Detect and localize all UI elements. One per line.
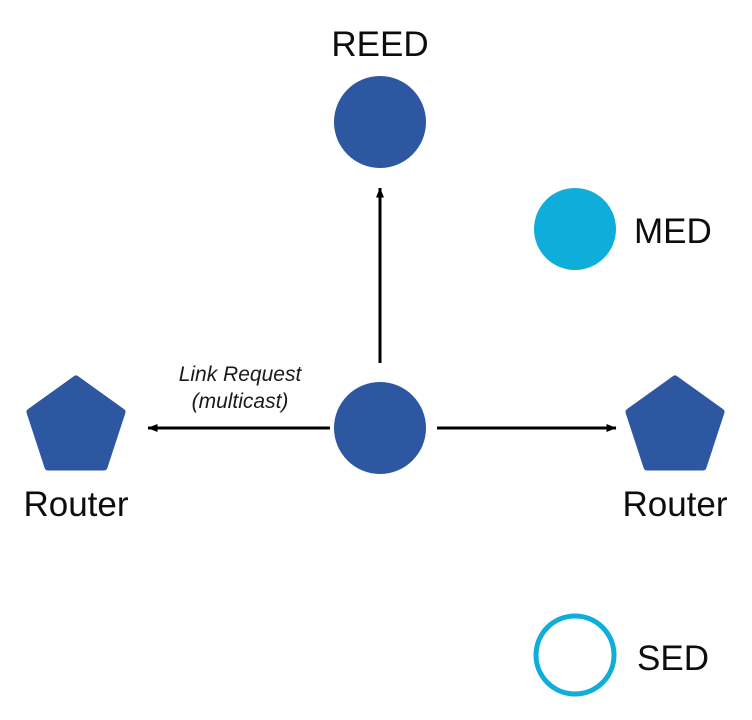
node-router-right[interactable]: Router	[622, 375, 728, 524]
node-center-router[interactable]	[334, 382, 426, 474]
router-left-pentagon-icon[interactable]	[26, 375, 126, 471]
router-right-label: Router	[622, 485, 727, 524]
node-reed[interactable]: REED	[331, 25, 429, 168]
node-sed[interactable]: SED	[533, 613, 709, 697]
link-request-label: Link Request (multicast)	[179, 363, 303, 413]
node-router-left[interactable]: Router	[23, 375, 129, 524]
med-label: MED	[634, 212, 712, 251]
sed-label: SED	[637, 639, 709, 678]
node-med[interactable]: MED	[534, 188, 712, 270]
reed-label: REED	[331, 25, 428, 64]
sed-circle-icon[interactable]	[533, 613, 617, 697]
reed-circle-icon[interactable]	[334, 76, 426, 168]
router-left-label: Router	[23, 485, 128, 524]
med-circle-icon[interactable]	[534, 188, 616, 270]
link-request-label-line2: (multicast)	[192, 390, 289, 413]
center-router-circle-icon[interactable]	[334, 382, 426, 474]
link-request-label-line1: Link Request	[179, 363, 303, 386]
router-right-pentagon-icon[interactable]	[625, 375, 725, 471]
edge-group	[147, 187, 617, 432]
